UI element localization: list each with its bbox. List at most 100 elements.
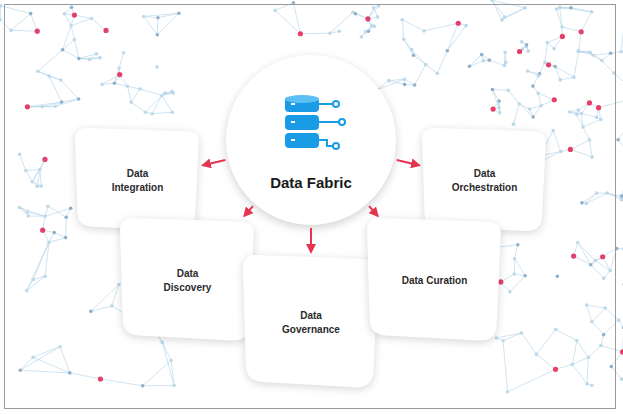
network-line	[143, 385, 174, 386]
network-dot	[9, 29, 13, 33]
network-dot	[328, 31, 332, 35]
network-line	[27, 242, 49, 290]
network-line	[20, 370, 70, 373]
network-dot	[156, 16, 160, 20]
network-line	[556, 330, 577, 341]
network-dot	[512, 122, 516, 126]
network-line	[447, 23, 458, 51]
network-dot	[298, 31, 303, 36]
network-line	[20, 347, 60, 371]
network-dot	[77, 97, 81, 101]
network-line	[48, 206, 66, 217]
network-line	[437, 51, 447, 74]
network-dot	[18, 206, 22, 210]
network-dot	[161, 341, 165, 345]
network-line	[587, 357, 588, 383]
network-line	[618, 140, 623, 152]
network-dot	[512, 272, 516, 276]
network-dot	[537, 74, 541, 78]
network-line	[144, 16, 158, 17]
network-line	[469, 61, 483, 67]
network-dot	[526, 49, 530, 53]
network-line	[20, 207, 46, 216]
network-line	[330, 12, 353, 33]
flow-arrow	[244, 206, 252, 216]
network-line	[503, 341, 507, 392]
network-dot	[577, 49, 581, 53]
network-line	[555, 66, 560, 79]
network-line	[162, 95, 173, 112]
network-dot	[560, 25, 564, 29]
network-line	[74, 15, 91, 18]
network-dot	[43, 274, 47, 278]
network-line	[586, 193, 596, 203]
network-dot	[172, 384, 176, 388]
network-dot	[497, 106, 501, 110]
network-dot	[603, 306, 607, 310]
network-dot	[599, 344, 603, 348]
network-dot	[73, 38, 77, 42]
network-line	[610, 248, 617, 270]
network-line	[143, 360, 171, 385]
network-dot	[560, 34, 565, 39]
network-dot	[354, 12, 358, 16]
network-line	[402, 20, 424, 31]
network-dot	[64, 236, 68, 240]
network-dot	[569, 6, 573, 10]
network-dot	[90, 17, 94, 21]
network-dot	[273, 9, 277, 13]
network-dot	[559, 150, 563, 154]
network-dot	[531, 84, 535, 88]
network-dot	[59, 78, 63, 82]
network-dot	[555, 7, 559, 11]
network-dot	[587, 356, 591, 360]
network-dot	[100, 83, 104, 87]
network-line	[574, 51, 579, 77]
network-line	[492, 0, 502, 20]
network-dot	[571, 363, 575, 367]
network-line	[152, 95, 162, 113]
network-dot	[24, 169, 28, 173]
network-dot	[615, 247, 619, 251]
network-line	[508, 90, 519, 104]
network-dot	[69, 24, 73, 28]
network-line	[404, 39, 414, 55]
network-dot	[593, 259, 597, 263]
network-line	[38, 50, 63, 72]
flow-arrow	[369, 206, 377, 216]
network-dot	[539, 104, 543, 108]
network-line	[599, 101, 623, 108]
network-dot	[370, 24, 374, 28]
network-dot	[365, 16, 370, 21]
network-line	[583, 119, 601, 127]
network-line	[515, 259, 526, 276]
network-dot	[89, 310, 93, 314]
network-line	[489, 60, 504, 65]
network-dot	[587, 100, 592, 105]
network-line	[581, 12, 592, 32]
network-line	[621, 12, 623, 52]
network-dot	[588, 138, 592, 142]
network-dot	[558, 5, 562, 9]
network-dot	[552, 97, 557, 102]
network-line	[570, 140, 589, 150]
network-line	[40, 169, 41, 186]
flow-arrow	[397, 160, 419, 165]
network-line	[157, 13, 179, 34]
network-line	[131, 89, 140, 102]
network-dot	[31, 355, 35, 359]
network-line	[492, 89, 508, 91]
network-line	[424, 23, 458, 31]
network-dot	[589, 263, 593, 267]
network-dot	[523, 6, 527, 10]
network-dot	[553, 65, 557, 69]
network-dot	[482, 59, 486, 63]
network-dot	[558, 78, 562, 82]
network-dot	[503, 15, 507, 19]
network-line	[140, 89, 162, 95]
network-dot	[516, 243, 520, 247]
network-dot	[609, 365, 613, 369]
network-line	[64, 14, 71, 26]
network-line	[71, 26, 74, 40]
